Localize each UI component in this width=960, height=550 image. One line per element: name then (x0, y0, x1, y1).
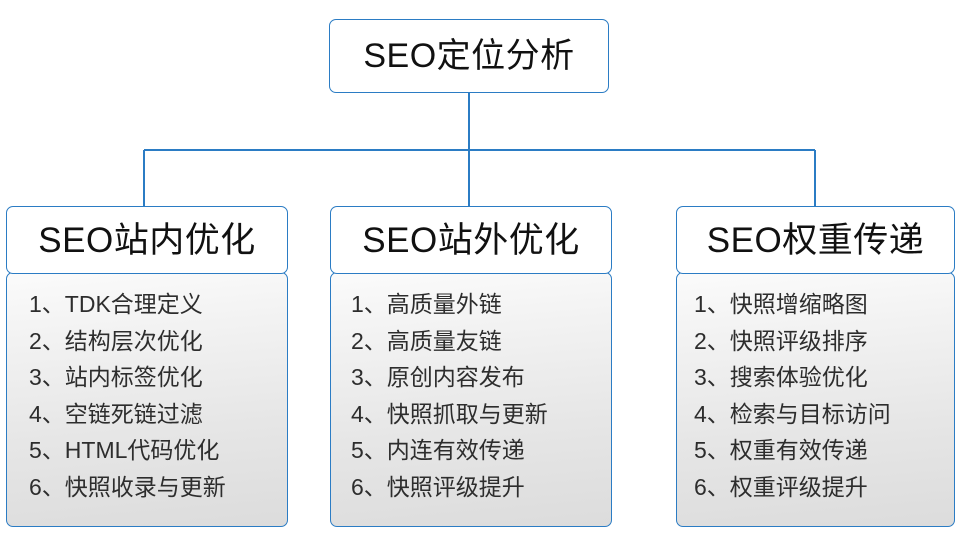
list-item-index: 5、 (29, 437, 65, 463)
list-item[interactable]: 5、 HTML代码优化 (7, 432, 287, 469)
list-item-index: 2、 (29, 327, 65, 354)
branch-header-off-site[interactable]: SEO站外优化 (330, 206, 612, 274)
list-item-label: 快照抓取与更新 (386, 400, 548, 427)
list-item[interactable]: 5、 权重有效传递 (677, 432, 954, 469)
list-item[interactable]: 6、 快照收录与更新 (7, 469, 287, 506)
list-item[interactable]: 3、 搜索体验优化 (677, 359, 954, 396)
branch-weight-transfer: SEO权重传递 1、 快照增缩略图 2、 快照评级排序 3、 搜索体验优化 4、 (676, 206, 955, 527)
list-item[interactable]: 2、 快照评级排序 (677, 323, 954, 360)
list-item-label: 高质量外链 (386, 291, 502, 317)
branch-header-label: SEO站外优化 (362, 220, 580, 260)
list-item[interactable]: 2、 高质量友链 (331, 323, 611, 360)
branch-header-on-site[interactable]: SEO站内优化 (6, 206, 288, 274)
list-item[interactable]: 3、 原创内容发布 (331, 359, 611, 396)
list-item-label: HTML代码优化 (64, 437, 220, 463)
branch-item-list: 1、 快照增缩略图 2、 快照评级排序 3、 搜索体验优化 4、 检索与目标访问… (677, 286, 954, 505)
list-item[interactable]: 6、 权重评级提升 (677, 469, 954, 506)
list-item-label: 搜索体验优化 (729, 364, 868, 390)
list-item-index: 5、 (351, 437, 387, 463)
branch-body-on-site: 1、 TDK合理定义 2、 结构层次优化 3、 站内标签优化 4、 空链死链过滤… (6, 272, 288, 527)
list-item[interactable]: 1、 高质量外链 (331, 286, 611, 323)
list-item[interactable]: 2、 结构层次优化 (7, 323, 287, 360)
list-item[interactable]: 4、 快照抓取与更新 (331, 396, 611, 433)
list-item-index: 6、 (29, 473, 65, 500)
list-item-label: 内连有效传递 (386, 437, 525, 463)
branch-header-label: SEO站内优化 (38, 220, 256, 260)
list-item[interactable]: 5、 内连有效传递 (331, 432, 611, 469)
list-item[interactable]: 6、 快照评级提升 (331, 469, 611, 506)
branch-on-site: SEO站内优化 1、 TDK合理定义 2、 结构层次优化 3、 站内标签优化 4… (6, 206, 288, 527)
list-item-index: 1、 (29, 291, 65, 317)
branch-header-label: SEO权重传递 (706, 220, 925, 260)
list-item-index: 4、 (694, 400, 730, 427)
list-item[interactable]: 4、 检索与目标访问 (677, 396, 954, 433)
branch-item-list: 1、 TDK合理定义 2、 结构层次优化 3、 站内标签优化 4、 空链死链过滤… (7, 286, 287, 505)
branch-body-off-site: 1、 高质量外链 2、 高质量友链 3、 原创内容发布 4、 快照抓取与更新 5… (330, 272, 612, 527)
list-item-label: 权重有效传递 (729, 437, 868, 463)
root-node-label: SEO定位分析 (363, 37, 575, 75)
list-item[interactable]: 1、 TDK合理定义 (7, 286, 287, 323)
list-item[interactable]: 3、 站内标签优化 (7, 359, 287, 396)
list-item-label: 检索与目标访问 (729, 400, 891, 427)
list-item-label: 快照增缩略图 (729, 291, 868, 317)
list-item-index: 1、 (694, 291, 730, 317)
list-item-index: 5、 (694, 437, 730, 463)
list-item-index: 4、 (351, 400, 387, 427)
list-item-label: 结构层次优化 (64, 327, 203, 354)
root-node[interactable]: SEO定位分析 (329, 19, 609, 93)
list-item-index: 3、 (29, 364, 65, 390)
list-item-label: 快照评级提升 (386, 473, 525, 500)
list-item-label: 原创内容发布 (386, 364, 525, 390)
list-item-label: 权重评级提升 (729, 473, 868, 500)
list-item[interactable]: 1、 快照增缩略图 (677, 286, 954, 323)
branch-header-weight-transfer[interactable]: SEO权重传递 (676, 206, 955, 274)
list-item-index: 6、 (351, 473, 387, 500)
list-item-label: 快照收录与更新 (64, 473, 226, 500)
branch-off-site: SEO站外优化 1、 高质量外链 2、 高质量友链 3、 原创内容发布 4、 快 (330, 206, 612, 527)
list-item-label: 高质量友链 (386, 327, 502, 354)
list-item-index: 1、 (351, 291, 387, 317)
list-item-index: 3、 (694, 364, 730, 390)
list-item-index: 4、 (29, 400, 65, 427)
list-item-index: 2、 (694, 327, 730, 354)
branch-item-list: 1、 高质量外链 2、 高质量友链 3、 原创内容发布 4、 快照抓取与更新 5… (331, 286, 611, 505)
list-item[interactable]: 4、 空链死链过滤 (7, 396, 287, 433)
list-item-index: 2、 (351, 327, 387, 354)
list-item-label: TDK合理定义 (64, 291, 203, 317)
list-item-index: 6、 (694, 473, 730, 500)
list-item-label: 空链死链过滤 (64, 400, 203, 427)
list-item-index: 3、 (351, 364, 387, 390)
list-item-label: 快照评级排序 (729, 327, 868, 354)
branch-body-weight-transfer: 1、 快照增缩略图 2、 快照评级排序 3、 搜索体验优化 4、 检索与目标访问… (676, 272, 955, 527)
list-item-label: 站内标签优化 (64, 364, 203, 390)
